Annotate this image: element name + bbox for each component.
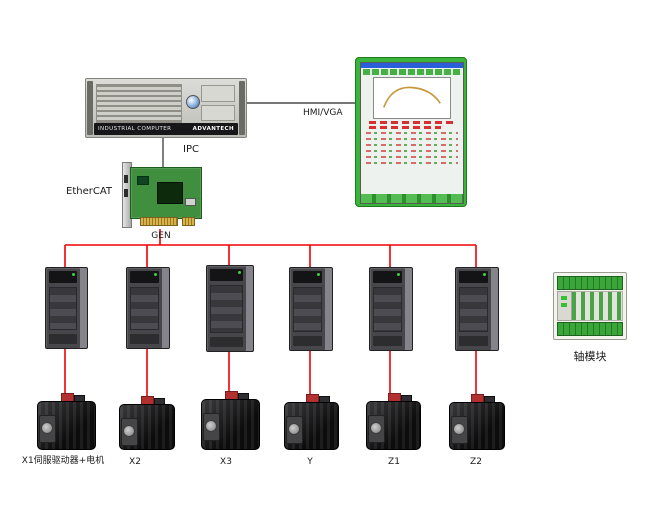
servo-motor-z1 [366, 393, 421, 450]
hmi-screen [360, 62, 464, 204]
axis-module [553, 272, 627, 340]
axis-label-z1: Z1 [388, 457, 400, 467]
hmi-data-row [366, 138, 458, 140]
hmi-data-row [366, 144, 458, 146]
hmi-data-row [366, 150, 458, 152]
ipc-drive-bays [201, 85, 235, 121]
hmi-data-row [366, 162, 458, 164]
ipc-front-strip: INDUSTRIAL COMPUTER ADVANTECH [94, 123, 238, 135]
servo-motor-x3 [201, 391, 260, 450]
servo-drive-x3 [206, 265, 254, 352]
card-pcb [130, 167, 202, 219]
hmi-data-row [366, 156, 458, 158]
ipc-logo-badge [186, 95, 200, 109]
servo-motor-x2 [119, 396, 175, 450]
card-chip [185, 198, 196, 206]
ipc-vent-grille [96, 84, 182, 123]
card-gold-edge [182, 217, 195, 226]
hmi-toolbar [363, 69, 461, 75]
hmi-vga-label: HMI/VGA [303, 108, 343, 118]
axis-label-x1: X1伺服驱动器+电机 [21, 456, 105, 466]
ipc-computer: INDUSTRIAL COMPUTER ADVANTECH [85, 78, 247, 138]
hmi-curve [383, 86, 441, 108]
ethercat-label: EtherCAT [66, 186, 112, 197]
card-main-chip [157, 182, 183, 204]
hmi-readout-red [369, 121, 455, 124]
axis-label-z2: Z2 [470, 457, 482, 467]
axis-module-coupler [557, 291, 572, 321]
axis-module-label: 轴模块 [573, 350, 607, 363]
hmi-readout-red [369, 126, 441, 129]
axis-label-x3: X3 [220, 457, 232, 467]
card-chip [137, 176, 149, 185]
gen-label: GEN [151, 231, 171, 241]
hmi-titlebar [361, 63, 463, 68]
servo-drive-x1 [45, 267, 88, 349]
servo-motor-x1 [37, 393, 96, 450]
card-gold-edge [140, 217, 178, 226]
hmi-status-bar [361, 194, 463, 203]
ethercat-card [118, 162, 202, 229]
axis-label-y: Y [307, 457, 313, 467]
ipc-brand-text: ADVANTECH [192, 126, 234, 132]
servo-motor-z2 [449, 394, 505, 450]
hmi-data-row [366, 132, 458, 134]
servo-motor-y [284, 394, 339, 450]
ipc-label: IPC [183, 144, 199, 155]
hmi-plot-area [373, 77, 451, 119]
axis-label-x2: X2 [129, 457, 141, 467]
ipc-model-text: INDUSTRIAL COMPUTER [98, 126, 172, 132]
hmi-monitor [355, 57, 467, 207]
servo-drive-z1 [369, 267, 413, 351]
servo-drive-y [289, 267, 333, 351]
servo-drive-x2 [126, 267, 170, 349]
axis-module-terminals-bottom [557, 322, 623, 336]
axis-module-terminals-top [557, 276, 623, 290]
servo-drive-z2 [455, 267, 499, 351]
